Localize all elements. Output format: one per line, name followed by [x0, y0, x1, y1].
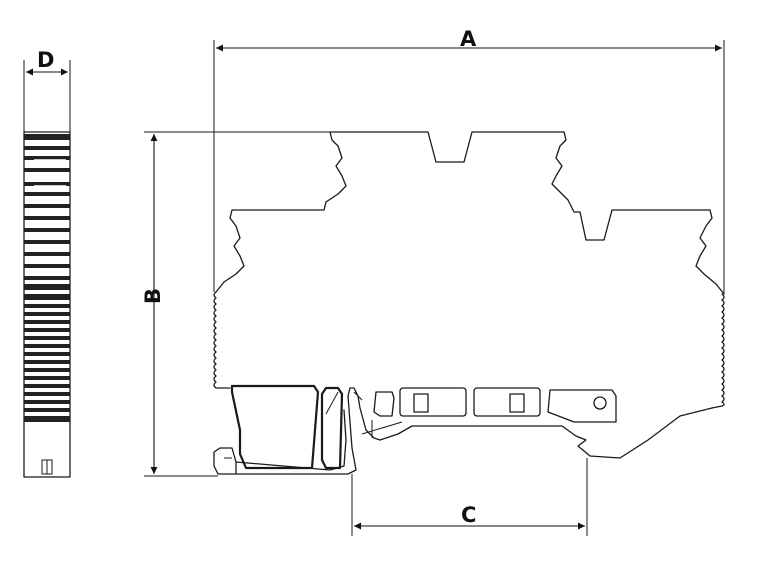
side-view-stripe	[24, 276, 70, 280]
front-view-window-narrow	[320, 386, 344, 470]
front-view-slot-3	[473, 387, 541, 417]
side-view-stripe	[24, 216, 70, 220]
side-view-stripe	[24, 304, 70, 308]
dimension-b-label: B	[141, 288, 165, 304]
front-view-window-left	[230, 384, 320, 470]
front-view-left-ribbed-edge	[213, 291, 231, 389]
front-view-right-ribbed-edge	[711, 293, 725, 409]
side-view-stripe	[24, 344, 70, 348]
side-view-stripe	[24, 240, 70, 244]
side-view-stripe	[24, 264, 70, 268]
front-view-slot-2-window	[413, 393, 429, 413]
side-view-stripe	[24, 360, 70, 364]
side-view-stripe	[24, 182, 70, 186]
side-view-stripe	[24, 284, 70, 290]
side-view-stripe	[24, 320, 70, 324]
side-view-stripe	[24, 146, 70, 150]
dimension-c: C	[351, 458, 588, 536]
dimension-a: A	[213, 27, 725, 294]
front-view-din-clip	[235, 409, 347, 471]
dimension-c-label: C	[461, 503, 476, 527]
side-view-stripe	[24, 352, 70, 356]
front-view-bottom-contour	[213, 387, 713, 475]
front-view-left-upper-profile	[215, 131, 347, 293]
side-view-stripe	[24, 134, 70, 140]
side-view-stripe	[24, 400, 70, 404]
side-view-stripe	[24, 368, 70, 372]
side-view-stripe	[24, 252, 70, 256]
side-view-stripe	[24, 156, 70, 160]
side-view-stripe	[24, 204, 70, 208]
side-view-stripe	[24, 294, 70, 300]
side-view-stripe	[24, 336, 70, 340]
front-view-upper-profile	[329, 131, 725, 295]
side-view-stripe	[24, 312, 70, 316]
side-view-stripe	[24, 408, 70, 412]
front-view-slot-4	[547, 389, 617, 423]
side-view-striations	[24, 134, 70, 422]
side-view-stripe	[24, 392, 70, 396]
front-view	[213, 131, 725, 475]
front-view-slot-3-window	[509, 393, 525, 413]
side-view-stripe	[24, 416, 70, 422]
dimension-b: B	[141, 131, 330, 477]
dimension-d-label: D	[37, 48, 54, 72]
front-view-slot-1	[373, 391, 395, 417]
dimension-a-label: A	[460, 27, 477, 51]
side-view-stripe	[24, 168, 70, 172]
side-view-stripe	[24, 384, 70, 388]
side-view-stripe	[24, 228, 70, 232]
side-view-stripe	[24, 192, 70, 196]
front-view-hole	[593, 396, 607, 410]
side-view-stripe	[24, 328, 70, 332]
side-view: D	[23, 48, 71, 478]
front-view-slot-2	[399, 387, 467, 417]
side-view-stripe	[24, 376, 70, 380]
